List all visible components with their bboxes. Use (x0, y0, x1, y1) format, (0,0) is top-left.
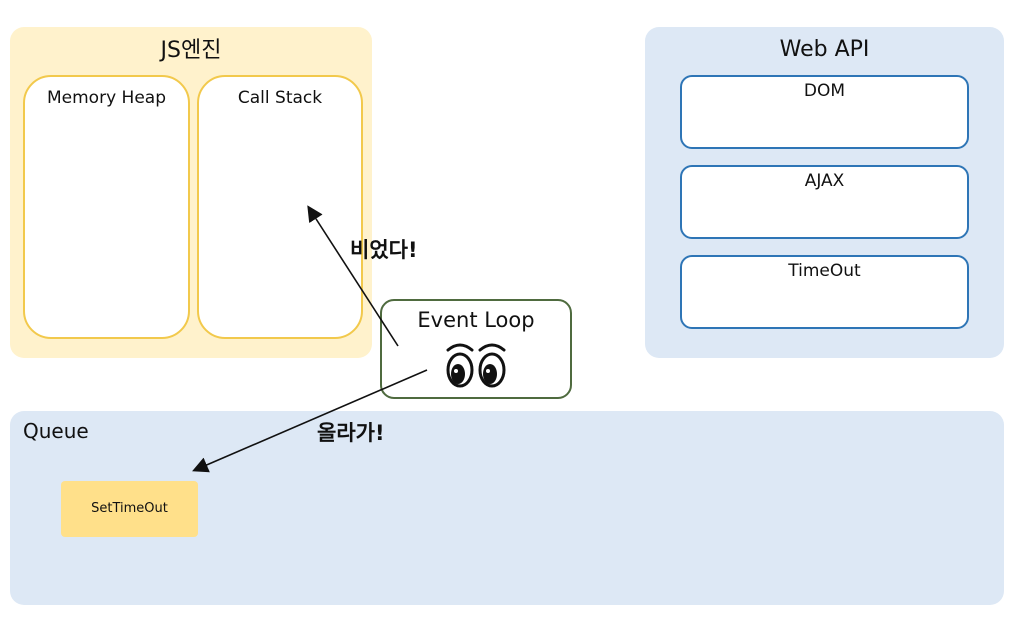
queue-title: Queue (23, 419, 89, 443)
memory-heap-box: Memory Heap (23, 75, 190, 339)
web-api-ajax-box: AJAX (680, 165, 969, 239)
move-up-annotation: 올라가! (317, 421, 385, 445)
js-engine-title: JS엔진 (160, 38, 222, 63)
web-api-dom-label: DOM (803, 81, 846, 101)
web-api-timeout-box: TimeOut (680, 255, 969, 329)
web-api-panel: Web API DOM AJAX TimeOut (645, 27, 1004, 358)
web-api-ajax-label: AJAX (804, 171, 845, 191)
event-loop-label: Event Loop (417, 308, 535, 332)
web-api-timeout-label: TimeOut (788, 261, 861, 281)
web-api-title: Web API (779, 37, 870, 62)
queue-settimeout-item: SetTimeOut (61, 481, 198, 537)
web-api-dom-box: DOM (680, 75, 969, 149)
js-engine-panel: JS엔진 Memory Heap Call Stack (10, 27, 372, 358)
eyes-icon (446, 343, 506, 388)
call-stack-label: Call Stack (237, 88, 323, 108)
call-stack-empty-annotation: 비었다! (350, 238, 418, 262)
call-stack-box: Call Stack (197, 75, 363, 339)
memory-heap-label: Memory Heap (47, 88, 166, 108)
event-loop-box: Event Loop (380, 299, 572, 399)
